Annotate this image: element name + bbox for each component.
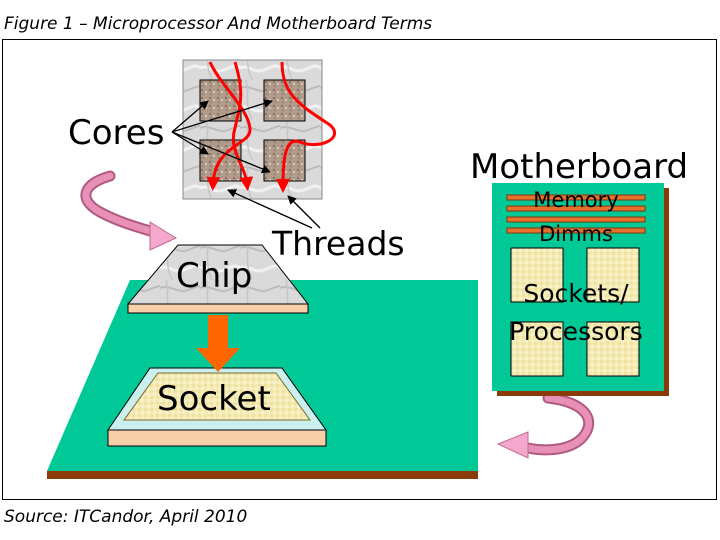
- chip-to-socket-arrow: [196, 315, 240, 372]
- processor-die: [182, 59, 323, 200]
- thread-paths: [206, 61, 337, 193]
- cycle-arrow-right: [496, 392, 595, 459]
- processor-socket-1: [510, 247, 564, 303]
- cores-label: Cores: [68, 113, 164, 153]
- cores-pointers: [171, 99, 273, 174]
- threads-pointers: [227, 189, 321, 229]
- dimms-label: Dimms: [539, 222, 613, 246]
- processor-socket-2: [586, 247, 640, 303]
- processor-socket-4: [586, 321, 640, 377]
- cycle-arrow-left: [80, 170, 178, 251]
- processor-socket-3: [510, 321, 564, 377]
- sockets-label: Sockets/: [523, 279, 629, 308]
- socket-label: Socket: [157, 379, 271, 419]
- figure-source: Source: ITCandor, April 2010: [4, 507, 248, 527]
- motherboard: [492, 183, 669, 396]
- threads-label: Threads: [271, 224, 405, 263]
- chip: [126, 244, 310, 314]
- chip-label: Chip: [176, 256, 252, 296]
- memory-dimms: [506, 194, 646, 234]
- diagram-frame: [2, 39, 717, 500]
- figure-title: Figure 1 – Microprocessor And Motherboar…: [4, 14, 433, 34]
- socket: [107, 367, 327, 447]
- motherboard-label: Motherboard: [470, 147, 688, 187]
- processors-label: Processors: [509, 317, 642, 346]
- memory-label: Memory: [533, 188, 618, 212]
